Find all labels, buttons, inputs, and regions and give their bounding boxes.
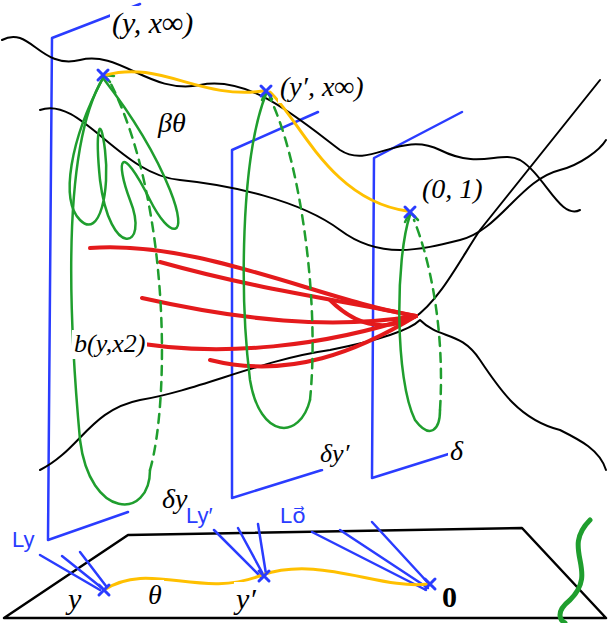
point-mark	[405, 207, 415, 217]
loop	[110, 82, 162, 470]
point-label: y′	[234, 582, 258, 615]
leader-label: Ly′	[184, 504, 215, 528]
loop	[399, 215, 440, 431]
loop-label: δy	[160, 484, 189, 515]
leader-label: Ly	[10, 528, 36, 552]
path-label: βθ	[156, 108, 188, 139]
fibre-plane	[232, 112, 322, 498]
surface-curve	[2, 37, 580, 212]
base-plane	[4, 528, 606, 618]
surface-curve	[40, 320, 606, 470]
loop	[414, 220, 441, 410]
strand	[142, 298, 416, 322]
loop	[270, 98, 313, 400]
point-mark	[99, 585, 109, 595]
point-label: 0	[440, 580, 459, 613]
point-mark	[259, 571, 269, 581]
point-label: (y′, x∞)	[278, 72, 366, 103]
surface-curve	[414, 80, 600, 318]
loop	[71, 78, 150, 504]
point-mark	[261, 86, 271, 96]
strand	[90, 247, 416, 316]
path-beta	[106, 72, 263, 93]
path-beta	[270, 92, 407, 211]
loop-label: δy′	[318, 440, 351, 469]
leader-label: Lo⃗	[278, 504, 308, 528]
point-label: y	[66, 582, 83, 615]
point-mark	[425, 579, 435, 589]
squiggle	[560, 520, 590, 623]
point-mark	[98, 70, 108, 80]
point-label: (0, 1)	[420, 174, 485, 205]
strand	[330, 300, 416, 325]
strand	[120, 316, 416, 349]
loop	[70, 78, 179, 239]
fibre-plane	[48, 4, 140, 540]
loop	[244, 94, 310, 428]
strand	[160, 262, 416, 316]
fibre-plane	[372, 112, 462, 478]
loop-label: δ	[448, 436, 465, 467]
point-label: (y, x∞)	[110, 6, 195, 39]
strand-label: b(y,x2)	[72, 330, 147, 359]
path-label: θ	[146, 580, 164, 611]
